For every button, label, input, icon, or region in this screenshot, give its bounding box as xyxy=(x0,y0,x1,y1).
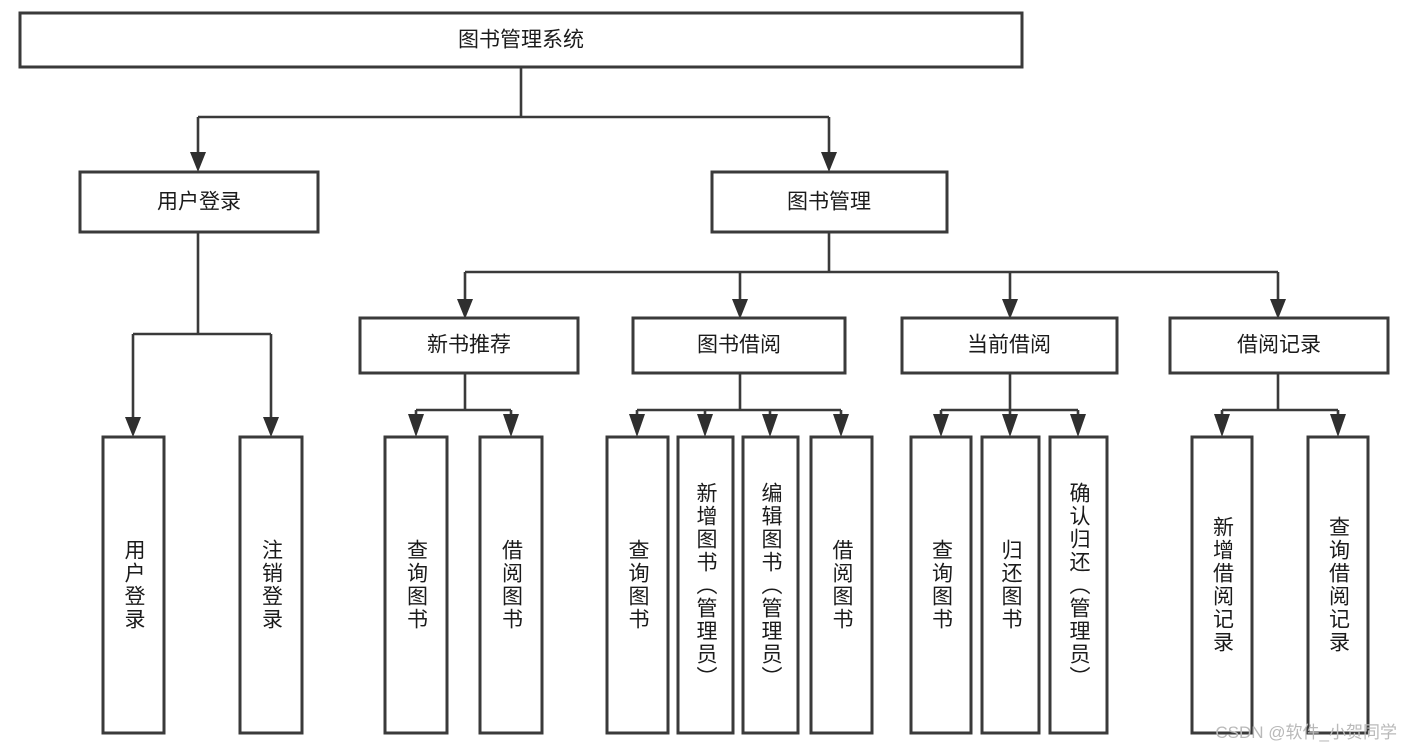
node-book-management-box[interactable] xyxy=(710,170,949,234)
node-book-borrow-label: 图书借阅 xyxy=(697,334,781,357)
connector-group-new-book-recommend xyxy=(408,373,519,437)
node-book-management-label: 图书管理 xyxy=(787,191,871,214)
arrow-head-leaf-borrow-record-0 xyxy=(1214,414,1230,437)
node-new-book-recommend[interactable]: 新书推荐 xyxy=(358,316,580,375)
node-current-borrow[interactable]: 当前借阅 xyxy=(900,316,1119,375)
arrow-head-leaf-new-book-1 xyxy=(503,414,519,437)
leaf-box-user-login-0[interactable] xyxy=(101,435,166,735)
node-new-book-recommend-label: 新书推荐 xyxy=(427,334,511,357)
leaf-box-borrow-record-1[interactable] xyxy=(1306,435,1370,735)
connector-group-user-login xyxy=(125,232,279,437)
node-new-book-recommend-box[interactable] xyxy=(358,316,580,375)
node-current-borrow-box[interactable] xyxy=(900,316,1119,375)
arrow-head-leaf-user-login-0 xyxy=(125,417,141,437)
arrow-head-leaf-user-login-1 xyxy=(263,417,279,437)
node-root[interactable]: 图书管理系统 xyxy=(18,11,1024,69)
node-book-borrow[interactable]: 图书借阅 xyxy=(631,316,847,375)
leaf-box-user-login-1[interactable] xyxy=(238,435,304,735)
leaf-group-current-borrow xyxy=(909,435,1109,735)
leaf-box-current-borrow-2[interactable] xyxy=(1048,435,1109,735)
node-borrow-record-label: 借阅记录 xyxy=(1237,334,1321,357)
leaf-box-book-borrow-2[interactable] xyxy=(741,435,800,735)
leaf-box-new-book-0[interactable] xyxy=(383,435,449,735)
arrow-head-leaf-current-borrow-1 xyxy=(1002,414,1018,437)
connector-group-current-borrow xyxy=(933,373,1086,437)
arrow-head-leaf-current-borrow-0 xyxy=(933,414,949,437)
leaf-box-book-borrow-1[interactable] xyxy=(676,435,735,735)
arrow-head-new-book-recommend xyxy=(457,299,473,319)
node-user-login[interactable]: 用户登录 xyxy=(78,170,320,234)
arrow-head-leaf-book-borrow-1 xyxy=(697,414,713,437)
leaf-group-book-borrow xyxy=(605,435,874,735)
leaf-group-new-book-recommend xyxy=(383,435,544,735)
leaf-group-borrow-record xyxy=(1190,435,1370,735)
connector-group-borrow-record xyxy=(1214,373,1346,437)
node-borrow-record-box[interactable] xyxy=(1168,316,1390,375)
leaf-group-user-login xyxy=(101,435,304,735)
node-book-borrow-box[interactable] xyxy=(631,316,847,375)
arrow-head-leaf-new-book-0 xyxy=(408,414,424,437)
arrow-head-book-borrow xyxy=(732,299,748,319)
leaf-box-current-borrow-0[interactable] xyxy=(909,435,973,735)
leaf-box-borrow-record-0[interactable] xyxy=(1190,435,1254,735)
connector-group-root xyxy=(190,67,837,172)
arrow-head-leaf-current-borrow-2 xyxy=(1070,414,1086,437)
node-root-box[interactable] xyxy=(18,11,1024,69)
arrow-head-leaf-book-borrow-2 xyxy=(762,414,778,437)
leaf-box-book-borrow-3[interactable] xyxy=(809,435,874,735)
arrow-head-borrow-record xyxy=(1270,299,1286,319)
node-user-login-label: 用户登录 xyxy=(157,191,241,214)
leaf-box-current-borrow-1[interactable] xyxy=(980,435,1041,735)
connector-group-book-mgmt xyxy=(457,232,1286,319)
arrow-head-leaf-book-borrow-0 xyxy=(629,414,645,437)
connector-group-book-borrow xyxy=(629,373,849,437)
csdn-watermark: CSDN @软件_小贺同学 xyxy=(1215,723,1397,742)
node-user-login-box[interactable] xyxy=(78,170,320,234)
arrow-head-book-mgmt xyxy=(821,152,837,172)
node-current-borrow-label: 当前借阅 xyxy=(967,334,1051,357)
node-book-management[interactable]: 图书管理 xyxy=(710,170,949,234)
leaf-box-new-book-1[interactable] xyxy=(478,435,544,735)
arrow-head-leaf-borrow-record-1 xyxy=(1330,414,1346,437)
arrow-head-leaf-book-borrow-3 xyxy=(833,414,849,437)
leaf-box-book-borrow-0[interactable] xyxy=(605,435,670,735)
node-borrow-record[interactable]: 借阅记录 xyxy=(1168,316,1390,375)
arrow-head-user-login xyxy=(190,152,206,172)
arrow-head-current-borrow xyxy=(1002,299,1018,319)
node-root-label: 图书管理系统 xyxy=(458,29,584,52)
